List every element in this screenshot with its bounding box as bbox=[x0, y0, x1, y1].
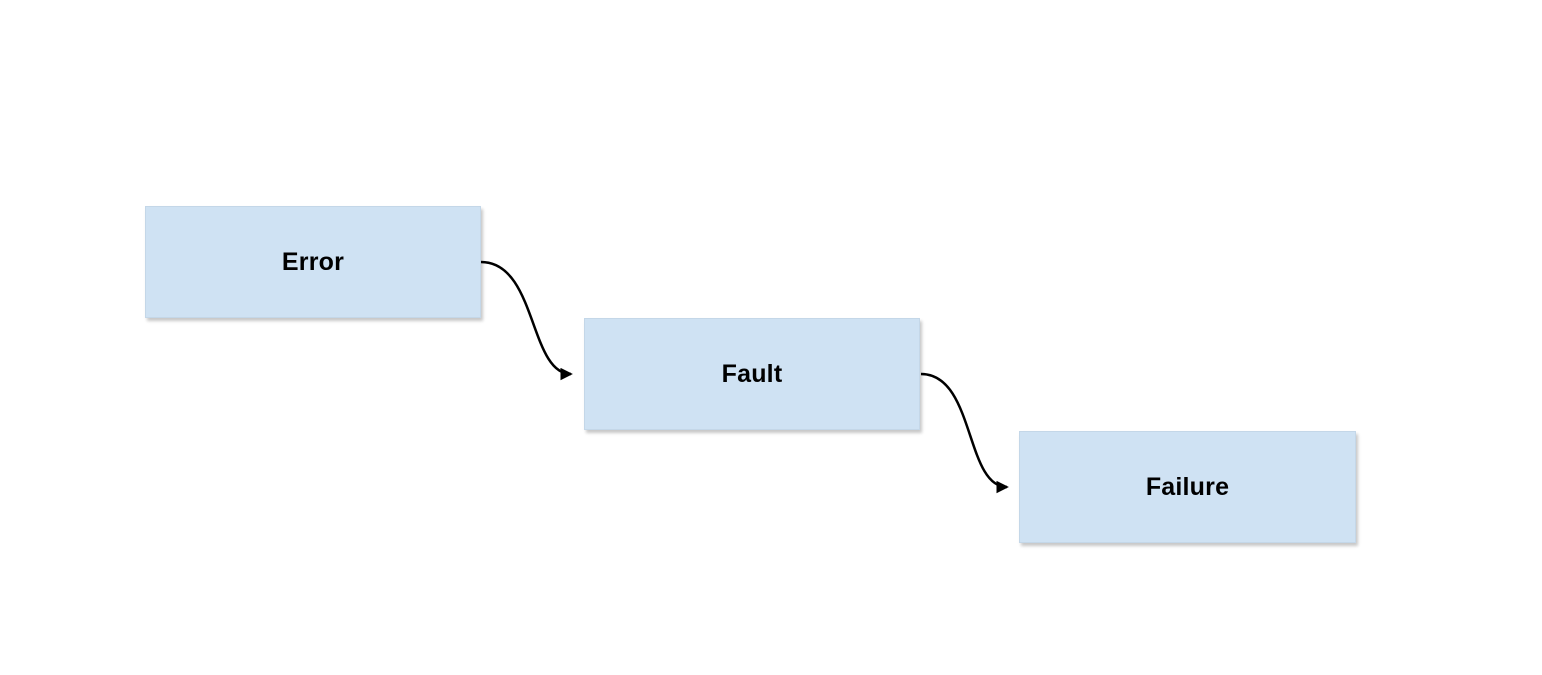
edge-fault-to-failure-arrow[interactable] bbox=[920, 372, 1009, 494]
node-error[interactable]: Error bbox=[145, 206, 481, 318]
node-failure[interactable]: Failure bbox=[1019, 431, 1356, 543]
edge-error-to-fault-arrow[interactable] bbox=[480, 260, 573, 381]
node-fault-label: Fault bbox=[721, 359, 783, 388]
node-fault[interactable]: Fault bbox=[584, 318, 920, 430]
node-error-label: Error bbox=[281, 247, 345, 276]
node-failure-label: Failure bbox=[1145, 472, 1230, 501]
